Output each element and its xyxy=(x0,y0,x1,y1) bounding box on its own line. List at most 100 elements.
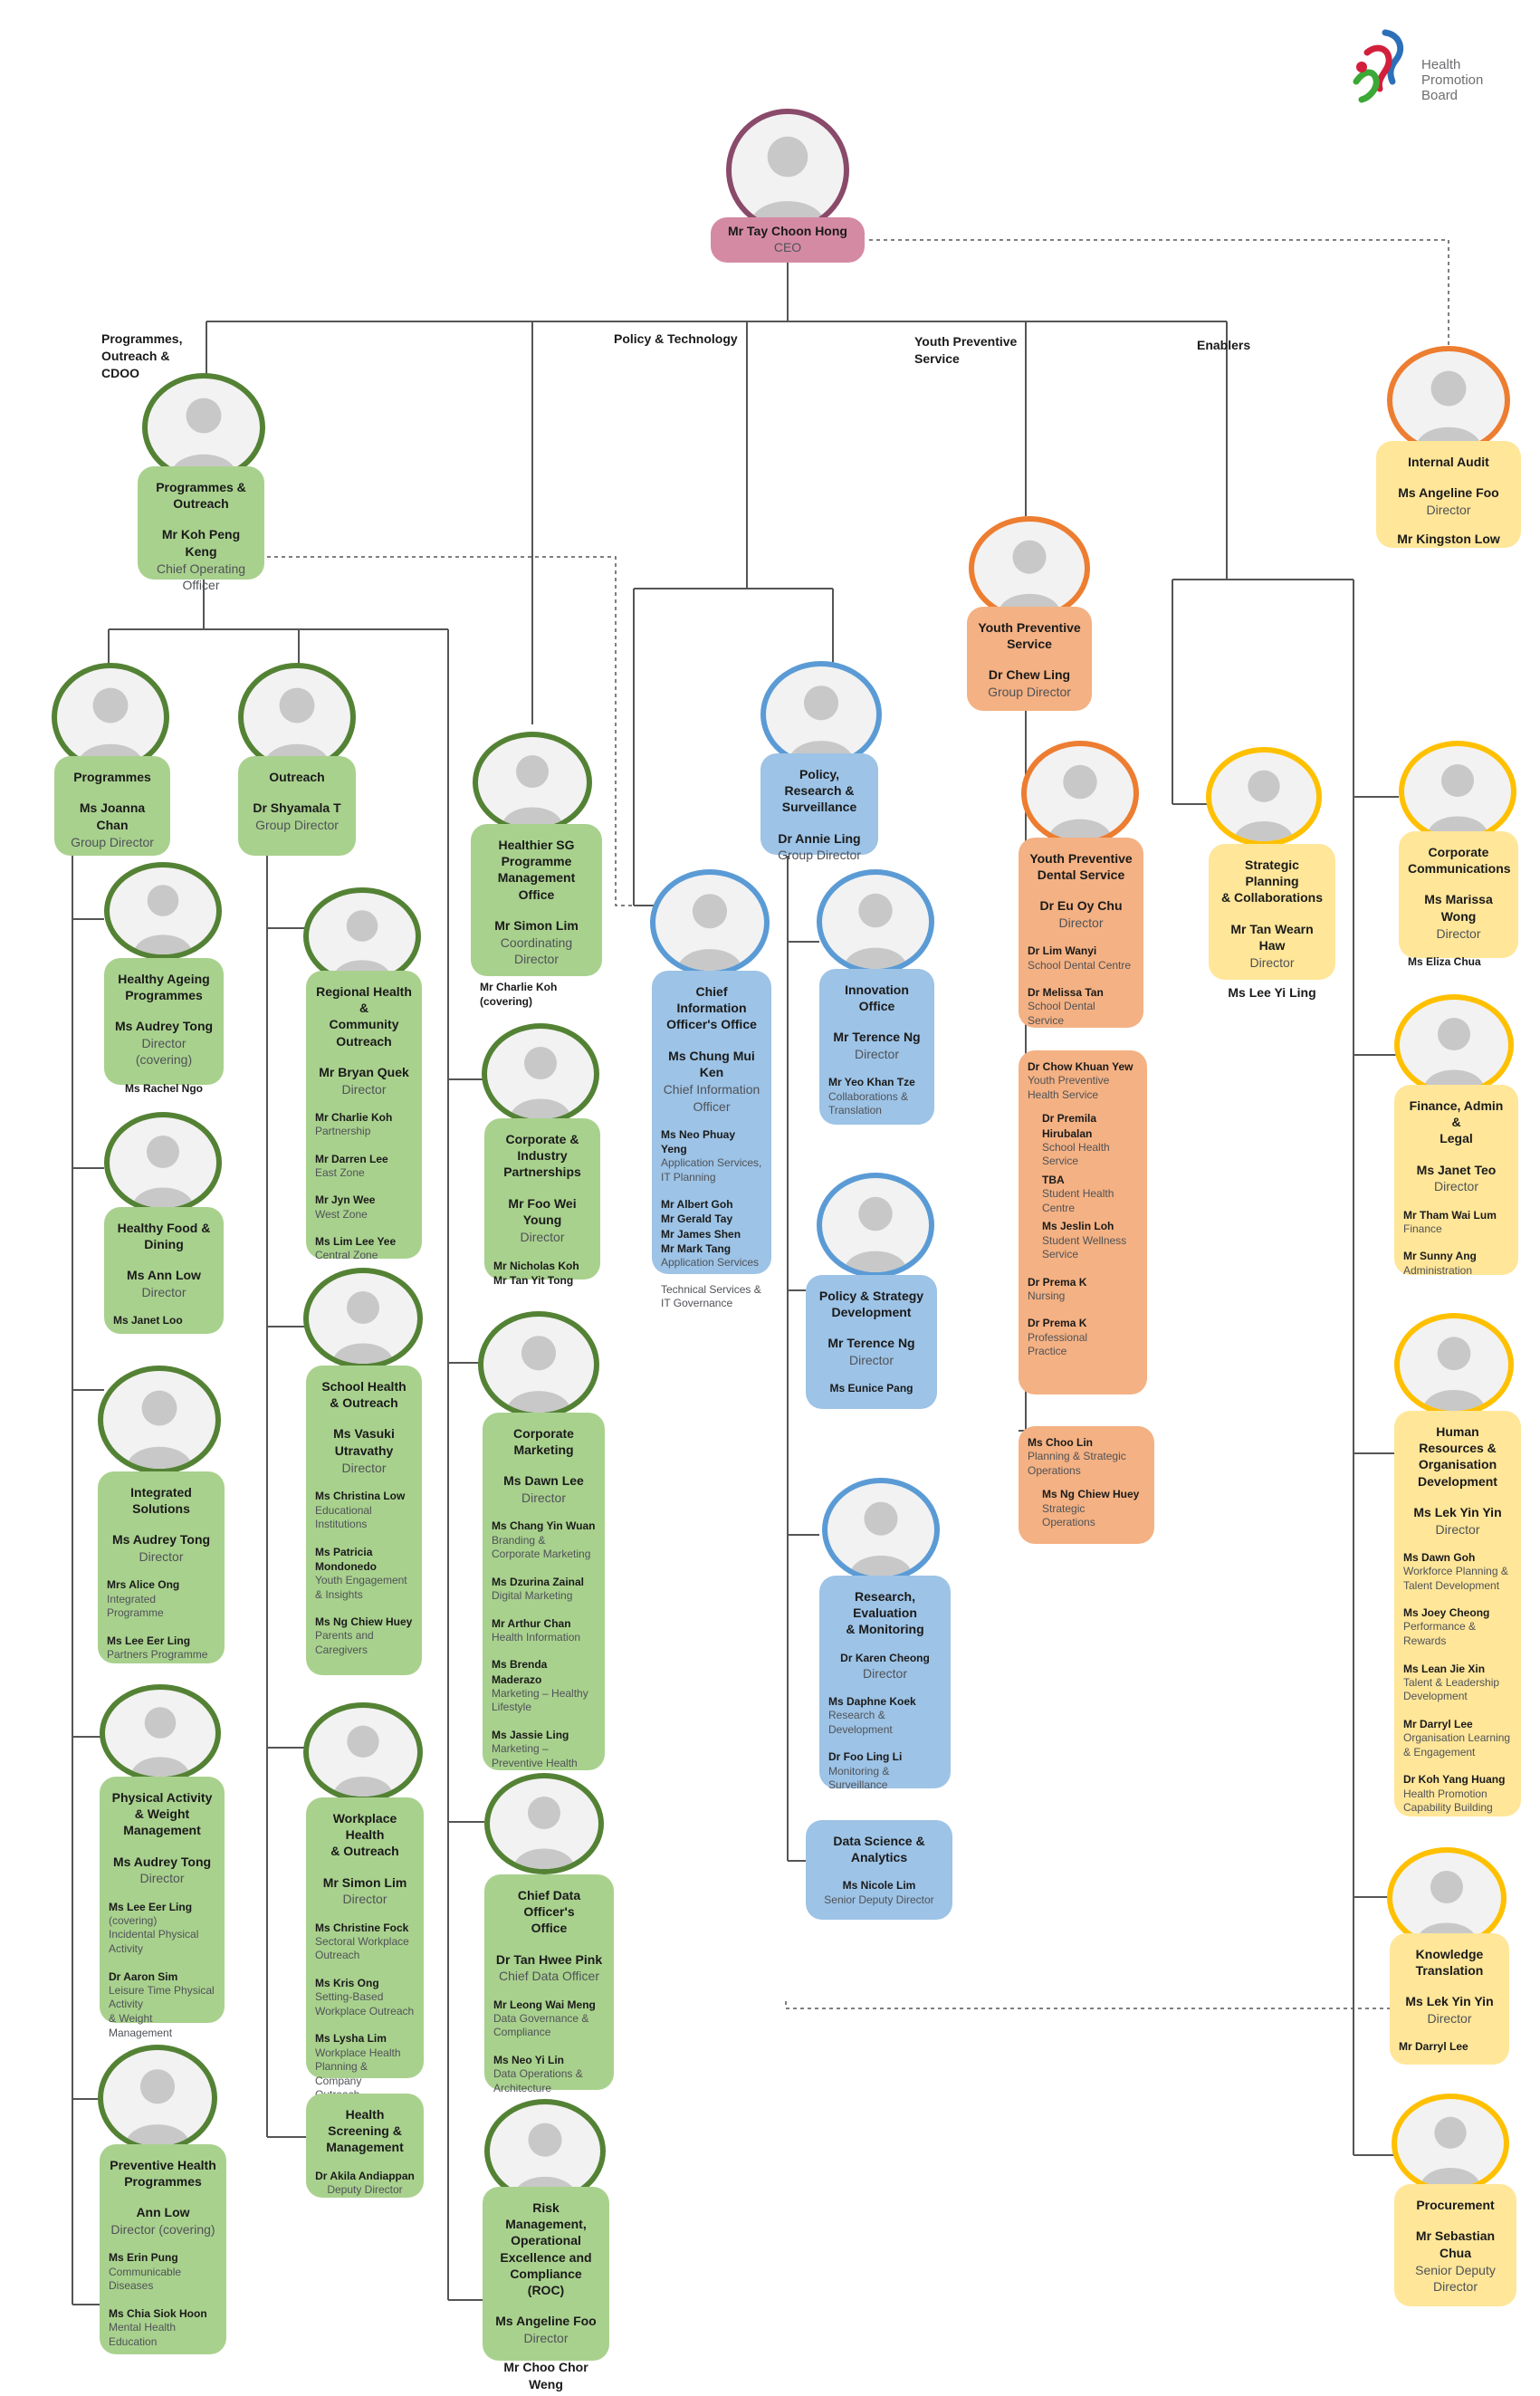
head-role: Director xyxy=(1433,1179,1478,1194)
member-role: Central Zone xyxy=(315,1249,378,1262)
head-name: Mr Koh Peng Keng xyxy=(161,527,241,560)
programmes-outreach-box: Programmes & Outreach Mr Koh Peng Keng C… xyxy=(138,466,264,592)
member-name: Ms Lee Eer Ling xyxy=(107,1634,191,1647)
head-name: Dr Chew Ling xyxy=(988,667,1071,683)
member-name: Dr Aaron Sim xyxy=(109,1970,178,1983)
member-name: Mr Darryl Lee xyxy=(1403,1717,1473,1730)
member-role: Health Promotion Capability Building xyxy=(1403,1787,1493,1815)
head-role: Planning & Strategic Operations xyxy=(1028,1450,1126,1477)
policy-research-box: Policy, Research & Surveillance Dr Annie… xyxy=(760,753,878,862)
member-role: Communicable Diseases xyxy=(109,2265,182,2293)
member-name: Mr Charlie Koh xyxy=(315,1110,393,1124)
head-name: Ms Choo Lin xyxy=(1028,1436,1093,1449)
unit-title: Corporate & Industry Partnerships xyxy=(503,1132,581,1180)
head-name: Ms Joanna Chan xyxy=(79,800,146,833)
unit-title: Policy, Research & Surveillance xyxy=(781,767,857,815)
sub-role: School Health Service xyxy=(1042,1140,1110,1168)
head-role: Group Director xyxy=(255,818,339,833)
programmes-box: Programmes Ms Joanna Chan Group Director xyxy=(54,756,170,856)
unit-title: Innovation Office xyxy=(845,982,909,1014)
member-name: Ms Ng Chiew Huey xyxy=(315,1615,413,1629)
head-role: Group Director xyxy=(988,685,1071,700)
policy-strategy-box: Policy & Strategy Development Mr Terence… xyxy=(806,1275,937,1409)
logo-line: Health xyxy=(1421,57,1461,72)
head-role: Director xyxy=(1427,2011,1472,2027)
head-name: Ms Ann Low xyxy=(127,1268,201,1283)
internal-audit-box: Internal Audit Ms Angeline Foo Director … xyxy=(1376,441,1521,548)
head-name: Ms Marissa Wong xyxy=(1424,892,1493,925)
member-name: Mr Darryl Lee xyxy=(1399,2040,1468,2054)
member-role: East Zone xyxy=(315,1165,365,1179)
healthy-ageing-photo xyxy=(104,862,222,960)
unit-title: Preventive Health Programmes xyxy=(110,2158,216,2190)
knowledge-box: Knowledge Translation Ms Lek Yin Yin Dir… xyxy=(1390,1933,1509,2065)
head-name: Dr Chow Khuan Yew xyxy=(1028,1060,1133,1073)
head-role: Director xyxy=(854,1047,899,1062)
hpb-logo: Health Promotion Board xyxy=(1349,25,1503,107)
member-role: Branding & Corporate Marketing xyxy=(492,1533,591,1561)
member-role: Sectoral Workplace Outreach xyxy=(315,1934,409,1962)
member-name: Ms Janet Loo xyxy=(113,1314,183,1327)
head-name: Dr Annie Ling xyxy=(778,830,861,846)
head-role: Group Director xyxy=(778,848,861,863)
head-name: Ann Low xyxy=(136,2205,190,2220)
strategic-planning-photo xyxy=(1206,747,1322,847)
head-name: Mr Terence Ng xyxy=(827,1336,915,1351)
head-name: Mr Tan Wearn Haw xyxy=(1230,921,1314,954)
internal-audit-photo xyxy=(1387,346,1510,455)
outreach-photo xyxy=(238,663,356,772)
member-role: Youth Engagement & Insights xyxy=(315,1574,407,1601)
section-label-policy: Policy & Technology xyxy=(614,331,738,346)
cdo-box: Chief Data Officer's Office Dr Tan Hwee … xyxy=(484,1874,614,2094)
ceo-box: Mr Tay Choon Hong CEO xyxy=(711,217,865,263)
integrated-photo xyxy=(98,1366,221,1474)
member-role: Application Services xyxy=(661,1256,760,1270)
roc-photo xyxy=(484,2099,606,2203)
member-name: Ms Eunice Pang xyxy=(829,1382,913,1395)
dental-photo xyxy=(1021,741,1139,846)
unit-title: Programmes & Outreach xyxy=(156,480,246,512)
member-name: Ms Lim Lee Yee xyxy=(315,1235,397,1249)
member-name: Dr Lim Wanyi xyxy=(1028,944,1097,958)
unit-title: Human Resources & Organisation Developme… xyxy=(1418,1424,1497,1489)
member-name: Dr Foo Ling Li xyxy=(828,1750,903,1764)
member-name: Ms Jassie Ling xyxy=(492,1728,569,1741)
member-name: Dr Prema K xyxy=(1028,1275,1087,1289)
unit-title: Youth Preventive Service xyxy=(978,620,1081,652)
physical-box: Physical Activity & Weight Management Ms… xyxy=(100,1777,225,2039)
ceo-name: Mr Tay Choon Hong xyxy=(728,224,847,238)
head-name: Mr Foo Wei Young xyxy=(508,1195,577,1228)
member-role: (covering) Incidental Physical Activity xyxy=(109,1913,199,1956)
ceo-photo xyxy=(726,109,849,232)
research-eval-box: Research, Evaluation & Monitoring Dr Kar… xyxy=(819,1576,951,1791)
member-role: Digital Marketing xyxy=(492,1589,573,1603)
head-name: Ms Audrey Tong xyxy=(114,1019,214,1034)
head-name: Mr Simon Lim xyxy=(322,1874,407,1890)
head-role: Director xyxy=(521,1490,566,1506)
head-name: Ms Nicole Lim xyxy=(842,1879,916,1893)
unit-title: Research, Evaluation & Monitoring xyxy=(846,1589,924,1637)
unit-title: Regional Health & Community Outreach xyxy=(316,984,412,1049)
unit-title: Corporate Marketing xyxy=(513,1426,574,1458)
head-name: Ms Lek Yin Yin xyxy=(1405,1994,1494,2009)
unit-title: Outreach xyxy=(269,770,325,784)
member-name: Ms Rachel Ngo xyxy=(124,1081,203,1095)
member-name: Ms Erin Pung xyxy=(109,2251,178,2265)
head-name: Dr Eu Oy Chu xyxy=(1039,898,1123,914)
preventive-box: Preventive Health Programmes Ann Low Dir… xyxy=(100,2144,226,2354)
member-role: Collaborations & Translation xyxy=(828,1089,909,1117)
corporate-marketing-box: Corporate Marketing Ms Dawn Lee Director… xyxy=(483,1413,605,1770)
unit-title: Chief Information Officer's Office xyxy=(666,984,757,1032)
head-role: Chief Data Officer xyxy=(498,1969,599,1984)
head-role: Director xyxy=(862,1665,907,1681)
head-name: Ms Janet Teo xyxy=(1416,1162,1497,1177)
member-role: Organisation Learning & Engagement xyxy=(1403,1731,1511,1759)
head-role: Youth Preventive Health Service xyxy=(1028,1074,1110,1101)
screening-box: Health Screening & Management Dr Akila A… xyxy=(306,2094,424,2198)
member-name: Mr Kingston Low xyxy=(1397,532,1500,547)
head-name: Ms Vasuki Utravathy xyxy=(333,1426,395,1459)
sub-role: Strategic Operations xyxy=(1042,1501,1095,1529)
head-name: Ms Angeline Foo xyxy=(1398,485,1499,501)
member-name: Mr Leong Wai Meng xyxy=(493,1998,596,2011)
member-role: Health Information xyxy=(492,1630,581,1644)
